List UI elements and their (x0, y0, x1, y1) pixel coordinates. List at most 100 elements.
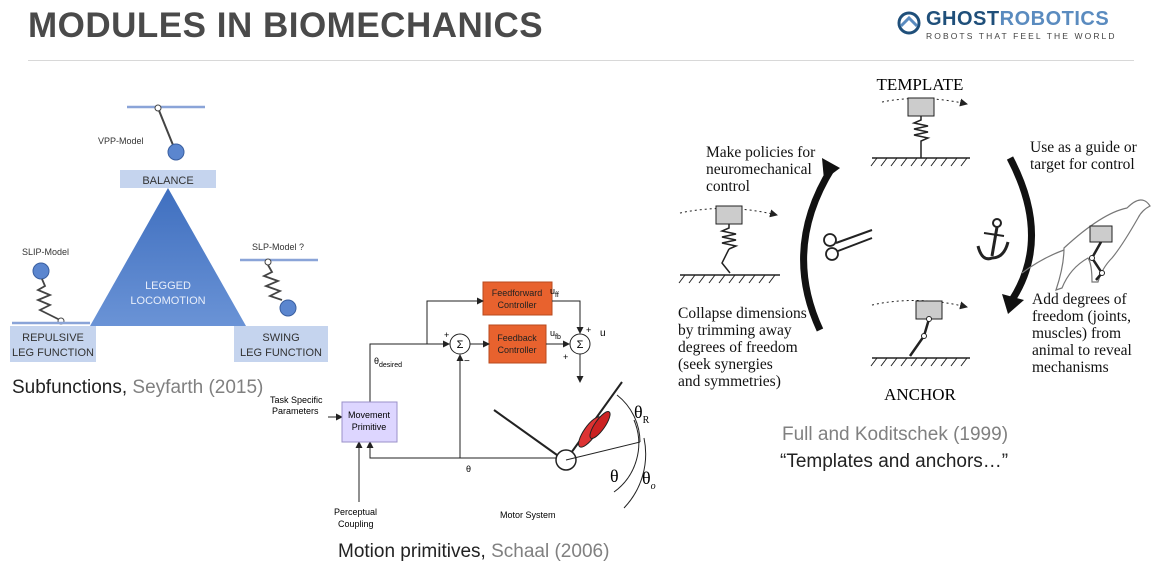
sum-symbol-2: Σ (577, 339, 584, 351)
vpp-rod (157, 107, 176, 151)
slip-mass (32, 262, 50, 280)
angle-arc-o (623, 437, 647, 509)
u-ff-label: uff (550, 286, 559, 299)
template-mass (907, 97, 935, 117)
theta-r-label: θR (634, 402, 650, 426)
page-title: MODULES IN BIOMECHANICS (28, 6, 544, 45)
anchor-hip-joint (926, 316, 932, 322)
u-label: u (600, 328, 606, 339)
logo-word-robotics: ROBOTICS (999, 8, 1110, 30)
title-divider (28, 60, 1134, 61)
curve-right-arrow (1006, 156, 1035, 302)
movement-label-2: Primitive (352, 422, 387, 432)
anchor-knee-joint (921, 333, 927, 339)
angle-arc-theta (613, 419, 640, 493)
add-line-5: mechanisms (1032, 359, 1109, 376)
vpp-mass (167, 143, 185, 161)
template-label: TEMPLATE (877, 75, 964, 94)
logo-word-ghost: GHOST (926, 8, 1000, 30)
kangaroo-icon (1021, 199, 1151, 291)
theta-o-label: θo (642, 468, 656, 492)
add-line-4: animal to reveal (1032, 342, 1132, 359)
wire-theta-to-primitive (366, 441, 565, 459)
task-label-2: Parameters (272, 406, 319, 416)
intermediate-spring (719, 224, 739, 250)
feedforward-label-2: Controller (497, 300, 536, 310)
sum-symbol-1: Σ (457, 339, 464, 351)
scissors-icon (823, 229, 873, 261)
logo-tagline: ROBOTS THAT FEEL THE WORLD (926, 31, 1117, 41)
motion-caption-sep: , (480, 541, 492, 562)
curve-right-arrowhead (1002, 294, 1024, 314)
collapse-line-4: (seek synergies (678, 356, 773, 373)
movement-primitive-box (341, 401, 398, 443)
ghost-robotics-logo: GHOSTROBOTICS ROBOTS THAT FEEL THE WORLD (896, 6, 1136, 46)
balance-label: BALANCE (142, 175, 193, 187)
vpp-pivot (154, 104, 162, 112)
feedforward-controller-box (482, 281, 553, 316)
intermediate-leg (721, 248, 731, 274)
subfunctions-caption-sep: , (121, 377, 133, 398)
use-line-2: target for control (1030, 156, 1135, 173)
slp-spring (261, 264, 283, 301)
motor-system-label: Motor System (500, 510, 556, 520)
upper-segment (493, 409, 565, 461)
make-line-1: Make policies for (706, 144, 816, 161)
sum2-plus-left: + (563, 352, 568, 362)
swing-label-1: SWING (262, 332, 299, 344)
swing-box (234, 326, 328, 362)
muscle-b (589, 411, 611, 439)
swing-label-2: LEG FUNCTION (240, 347, 322, 359)
perceptual-label-1: Perceptual (334, 507, 377, 517)
feedback-label-2: Controller (497, 345, 536, 355)
theta-desired-label: θdesired (374, 356, 402, 369)
wire-to-feedforward (426, 297, 484, 344)
sum1-minus: − (464, 356, 470, 367)
intermediate-hatch (678, 274, 776, 284)
anchor-label: ANCHOR (884, 385, 956, 404)
motion-caption-cite: Schaal (2006) (491, 541, 610, 562)
templates-anchors-quote: “Templates and anchors…” (780, 451, 1009, 472)
wire-ff-to-sum2 (552, 300, 584, 334)
collapse-line-5: and symmetries) (678, 373, 781, 390)
feedback-label-1: Feedback (497, 333, 537, 343)
make-line-3: control (706, 178, 750, 195)
template-spring (911, 116, 931, 158)
templates-anchors-diagram: TEMPLATE ANCHOR (678, 75, 1151, 404)
curve-left-arrowhead (822, 158, 840, 180)
slip-label: SLIP-Model (22, 247, 69, 257)
motion-primitives-caption: Motion primitives, Schaal (2006) (338, 541, 609, 563)
balance-box (120, 170, 216, 188)
feedback-controller-box (488, 324, 547, 364)
task-label-1: Task Specific (270, 395, 323, 405)
legged-label: LEGGED (145, 280, 191, 292)
legged-locomotion-diagram: VPP-Model BALANCE LEGGED LOCOMOTION SLIP… (10, 104, 328, 362)
repulsive-box (10, 326, 96, 362)
motion-primitives-diagram: Feedforward Controller Feedback Controll… (270, 281, 656, 529)
subfunctions-caption-cite: Seyfarth (2015) (132, 377, 264, 398)
repulsive-label-1: REPULSIVE (22, 332, 84, 344)
locomotion-label: LOCOMOTION (130, 295, 205, 307)
subfunctions-caption: Subfunctions, Seyfarth (2015) (12, 377, 263, 399)
angle-arc-r (616, 394, 641, 443)
template-hatch (870, 157, 968, 167)
anchor-hatch (870, 357, 968, 367)
slip-spring (35, 278, 61, 321)
logo-icon (897, 11, 921, 35)
theta-joint-label: θ (610, 466, 619, 486)
intermediate-mass (715, 205, 743, 225)
collapse-line-2: by trimming away (678, 322, 792, 339)
sum1-plus: + (444, 330, 449, 340)
motion-caption-main: Motion primitives (338, 541, 481, 562)
add-line-1: Add degrees of (1032, 291, 1128, 308)
slp-label: SLP-Model ? (252, 242, 304, 252)
collapse-line-1: Collapse dimensions (678, 305, 807, 322)
wire-primitive-out (369, 343, 427, 402)
logo-wordmark: GHOSTROBOTICS (926, 8, 1109, 31)
full-koditschek-citation: Full and Koditschek (1999) (782, 424, 1009, 445)
curve-left-arrow (800, 166, 835, 332)
anchor-icon (976, 218, 1010, 261)
movement-label-1: Movement (348, 410, 391, 420)
repulsive-label-2: LEG FUNCTION (12, 347, 94, 359)
sum2-plus-top: + (586, 325, 591, 335)
